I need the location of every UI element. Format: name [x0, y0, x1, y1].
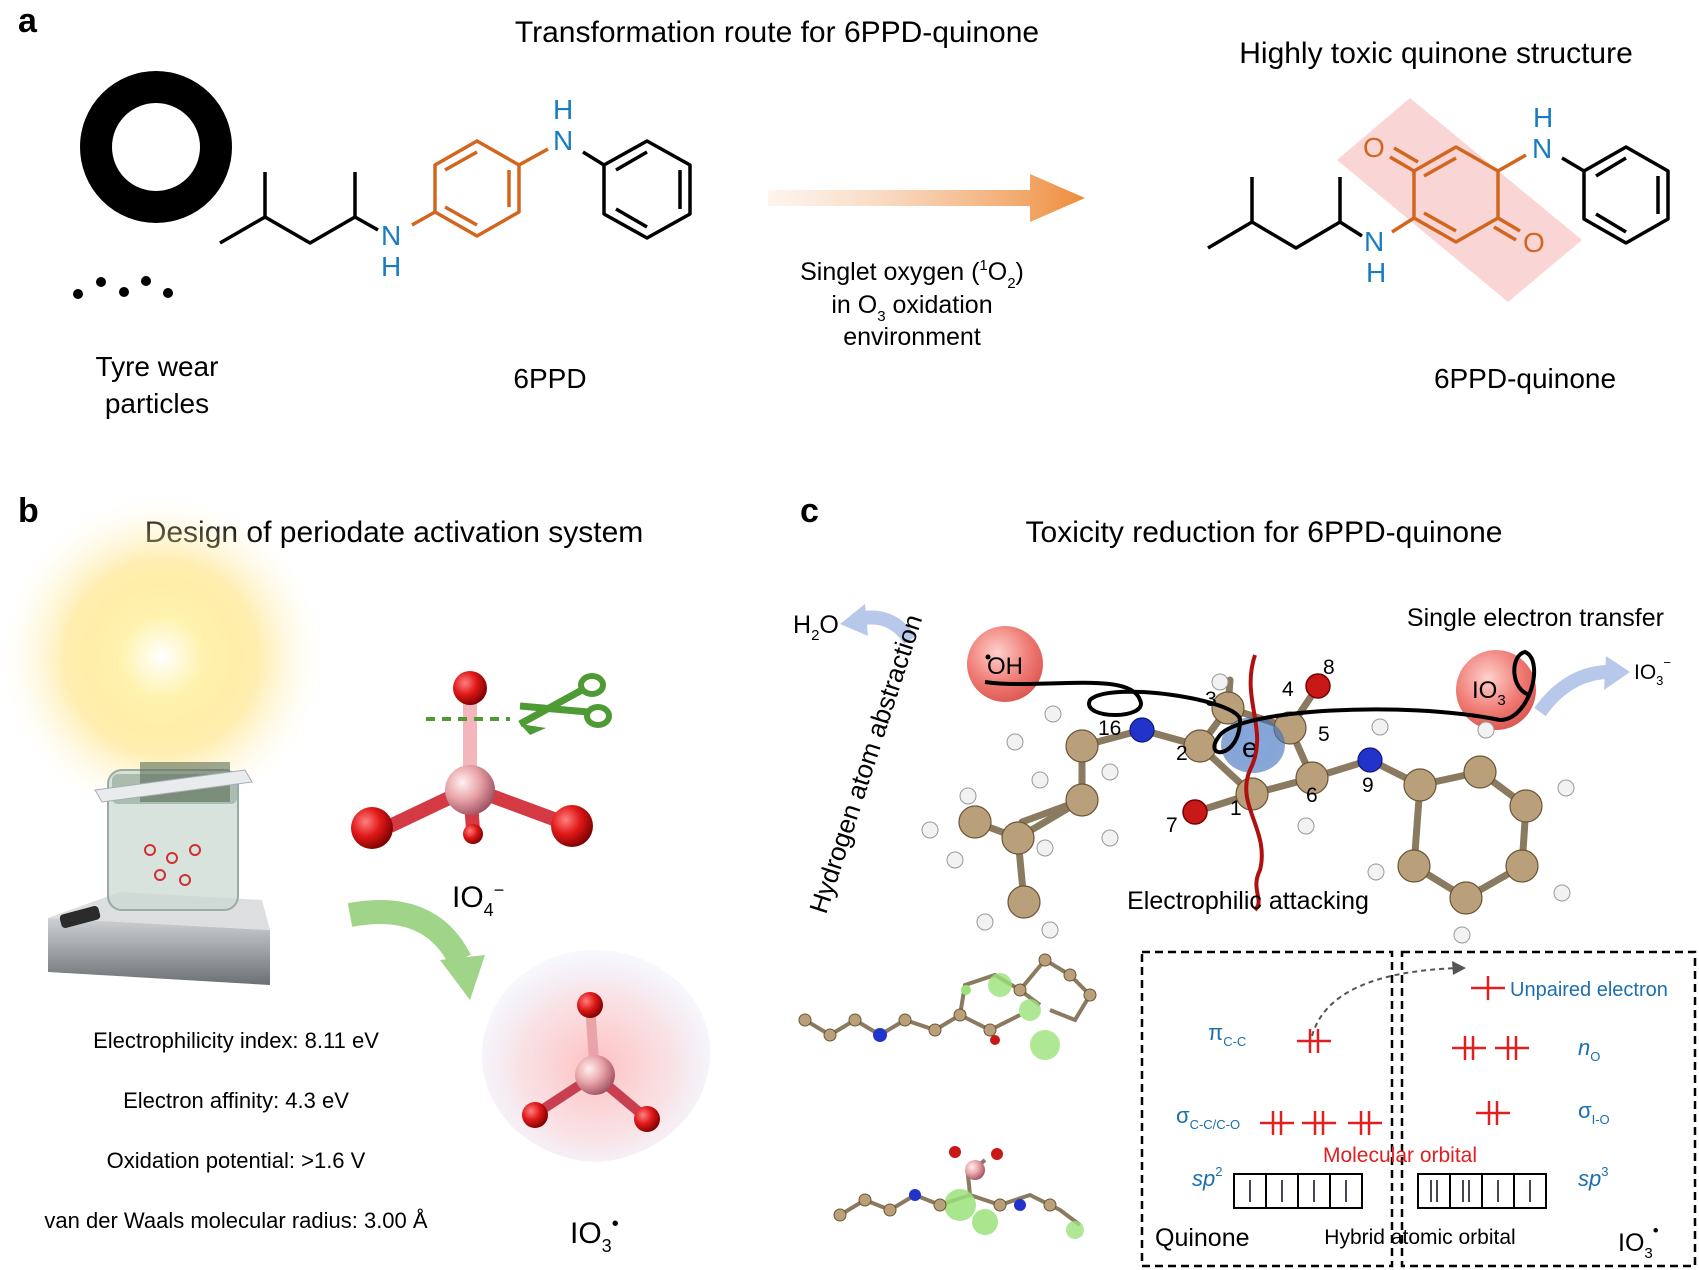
pi-cc-label: πC-C	[1208, 1020, 1246, 1049]
quinone-o2: O	[1523, 227, 1545, 258]
scissors-icon	[518, 673, 612, 735]
6ppd-n1: N	[381, 220, 401, 251]
atom-number-16: 16	[1098, 717, 1121, 740]
condition-line1: Singlet oxygen (1O2)	[800, 257, 1024, 292]
property-oxidation-potential: Oxidation potential: >1.6 V	[107, 1148, 366, 1173]
atom-number-6: 6	[1306, 784, 1318, 807]
atom-number-1: 1	[1230, 797, 1242, 820]
transition-arrow	[347, 900, 471, 966]
atom-number-9: 9	[1362, 774, 1374, 797]
sp3-electrons	[1430, 1180, 1531, 1202]
io3-minus-label: IO3−	[1634, 655, 1671, 688]
panel-a-title: Transformation route for 6PPD-quinone	[515, 16, 1039, 49]
hybrid-orbital-label: Hybrid atomic orbital	[1324, 1226, 1515, 1249]
io3-arrow	[1534, 664, 1616, 717]
io3-orbital-label: IO3•	[1618, 1221, 1659, 1262]
property-vdw-radius: van der Waals molecular radius: 3.00 Å	[44, 1208, 427, 1233]
n-o-label: nO	[1578, 1035, 1600, 1064]
sp2-label: sp2	[1192, 1164, 1222, 1191]
panel-c-title: Toxicity reduction for 6PPD-quinone	[1026, 516, 1503, 549]
tyre-label-line1: Tyre wear	[96, 351, 219, 382]
tyre-icon	[73, 71, 232, 299]
hydrogen-abstraction-label: Hydrogen atom abstraction	[803, 611, 928, 917]
electron-transfer-dashed-arrow	[1311, 967, 1461, 1037]
quinone-orbital-box	[1140, 950, 1394, 1268]
sp3-orbital-boxes	[1417, 1173, 1547, 1209]
quinone-label: 6PPD-quinone	[1434, 363, 1616, 394]
io4-molecule	[351, 671, 593, 849]
sp2-electrons	[1249, 1180, 1347, 1202]
electron-transfer-path	[984, 649, 1536, 755]
electrophilic-label: Electrophilic attacking	[1127, 887, 1369, 915]
tyre-label-line2: particles	[105, 388, 209, 419]
quinone-structure	[1207, 145, 1670, 250]
oh-radical-label: OH	[987, 653, 1023, 680]
atom-number-5: 5	[1318, 723, 1330, 746]
io3-label: IO3•	[570, 1213, 619, 1256]
6ppd-n2: N	[553, 125, 573, 156]
property-electron-affinity: Electron affinity: 4.3 eV	[123, 1088, 349, 1113]
atom-number-3: 3	[1205, 688, 1217, 711]
panel-b-letter: b	[18, 492, 39, 530]
6ppd-h2: H	[553, 94, 573, 125]
io3-adduct-model	[833, 1146, 1084, 1239]
photoreactor-icon	[48, 762, 270, 985]
atom-number-4: 4	[1282, 678, 1294, 701]
quinone-orbital-label: Quinone	[1155, 1224, 1250, 1252]
6ppd-label: 6PPD	[513, 363, 586, 394]
sigma-io-label: σI-O	[1578, 1098, 1610, 1127]
oh-radical-dot	[985, 654, 991, 660]
io3-electron-cloud	[481, 950, 711, 1162]
6ppd-structure	[219, 139, 692, 245]
panel-c-letter: c	[800, 492, 819, 530]
atom-number-7: 7	[1166, 814, 1178, 837]
panel-a-letter: a	[18, 2, 38, 40]
quinone-o1: O	[1363, 132, 1385, 163]
condition-line3: environment	[843, 323, 981, 351]
property-electrophilicity: Electrophilicity index: 8.11 eV	[93, 1028, 379, 1053]
h2o-arrowhead	[840, 604, 868, 636]
fukui-isosurface-model	[798, 953, 1097, 1060]
io4-label: IO4−	[452, 880, 504, 920]
io3-radical-label: IO3	[1472, 677, 1506, 709]
quinone-n1: N	[1364, 226, 1384, 257]
condition-line2: in O3 oxidation	[831, 291, 992, 325]
quinone-h1: H	[1366, 257, 1386, 288]
atom-number-2: 2	[1176, 742, 1188, 765]
h2o-label: H2O	[793, 611, 839, 644]
attack-wave	[1244, 654, 1264, 912]
quinone-n2: N	[1532, 133, 1552, 164]
6ppd-h1: H	[381, 251, 401, 282]
sp3-label: sp3	[1578, 1164, 1608, 1191]
reaction-arrow	[768, 174, 1085, 222]
6ppdq-ball-stick-model	[921, 673, 1575, 944]
io3-arrowhead	[1604, 656, 1630, 690]
unpaired-electron-label: Unpaired electron	[1510, 979, 1668, 1001]
io3-orbital-box	[1400, 950, 1697, 1268]
sigma-cc-co-label: σC-C/C-O	[1176, 1103, 1240, 1132]
set-label: Single electron transfer	[1407, 604, 1664, 632]
molecular-orbital-label: Molecular orbital	[1323, 1144, 1477, 1167]
quinone-h2: H	[1533, 102, 1553, 133]
transition-arrowhead	[440, 955, 485, 1000]
orbital-levels	[1260, 976, 1529, 1135]
sp2-orbital-boxes	[1233, 1173, 1363, 1209]
electron-transfer-dashed-arrowhead	[1452, 961, 1466, 975]
product-title: Highly toxic quinone structure	[1239, 37, 1633, 70]
sun-icon	[2, 497, 322, 817]
atom-number-8: 8	[1323, 656, 1335, 679]
